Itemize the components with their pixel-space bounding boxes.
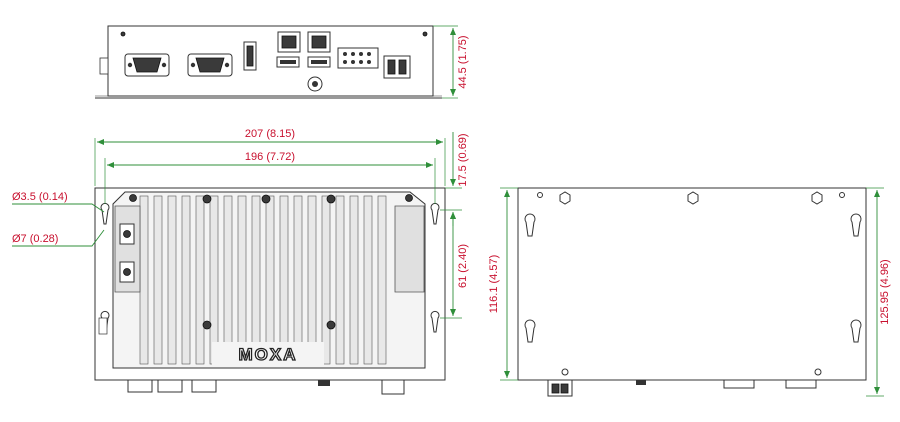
keyhole-slot-icon <box>524 319 536 343</box>
connector-bottom <box>191 379 217 393</box>
screw-icon <box>202 194 212 204</box>
screw-icon <box>120 31 126 37</box>
side-knob <box>99 57 109 75</box>
dimension-label-hole-pitch-width: 196 (7.72) <box>245 151 295 163</box>
keyhole-slot-icon <box>524 213 536 237</box>
connector-bottom <box>157 379 183 393</box>
usb-port-icon <box>276 56 300 68</box>
leader-small-hole <box>12 203 105 213</box>
screw-icon <box>559 191 571 205</box>
terminal-block-icon <box>381 379 405 395</box>
top-view: MOXA 207 (8.15) 196 (7.72) 17.5 (0.69) 6… <box>12 128 469 395</box>
connector-bottom <box>636 380 646 385</box>
hdmi-port-icon <box>243 41 257 71</box>
screw-icon <box>422 31 428 37</box>
screw-icon <box>261 194 271 204</box>
ground-label <box>98 317 108 335</box>
screw-icon <box>537 192 543 198</box>
power-terminal-icon <box>383 55 411 79</box>
dimension-label-front-height: 44.5 (1.75) <box>457 35 469 88</box>
dimension-label-small-hole: Ø3.5 (0.14) <box>12 191 68 203</box>
dimension-label-body-height: 116.1 (4.57) <box>488 255 500 314</box>
leader-large-hole <box>12 229 105 247</box>
screw-icon <box>326 320 336 330</box>
rear-view: 116.1 (4.57) 125.95 (4.96) <box>488 187 891 397</box>
keyhole-slot-icon <box>100 202 110 225</box>
screw-icon <box>687 191 699 205</box>
db9-connector-icon <box>187 53 233 77</box>
screw-icon <box>839 192 845 198</box>
front-view: 44.5 (1.75) <box>95 25 469 99</box>
dimension-label-large-hole: Ø7 (0.28) <box>12 233 58 245</box>
screw-icon <box>561 368 569 376</box>
power-jack-icon <box>307 76 323 92</box>
terminal-block-icon <box>337 47 379 69</box>
keyhole-slot-icon <box>430 310 440 333</box>
connector-bottom <box>785 379 817 389</box>
keyhole-slot-icon <box>850 213 862 237</box>
dimension-label-overall-width: 207 (8.15) <box>245 128 295 140</box>
connector-bottom <box>723 379 755 389</box>
dimension-label-overall-height: 125.95 (4.96) <box>879 259 891 324</box>
screw-icon <box>814 368 822 376</box>
db9-connector-icon <box>124 53 170 77</box>
usb-port-icon <box>307 56 331 68</box>
rj45-port-icon <box>277 31 301 53</box>
connector-bottom <box>318 380 330 386</box>
side-bracket-right <box>394 205 425 293</box>
heatsink-fins <box>139 195 387 365</box>
screw-icon <box>405 194 413 202</box>
keyhole-slot-icon <box>430 202 440 225</box>
screw-icon <box>123 230 131 238</box>
dimension-label-hole-pitch-height: 61 (2.40) <box>457 244 469 288</box>
connector-bottom <box>127 379 153 393</box>
screw-icon <box>129 194 137 202</box>
moxa-logo: MOXA <box>239 345 298 364</box>
screw-icon <box>202 320 212 330</box>
rj45-port-icon <box>307 31 331 53</box>
screw-icon <box>326 194 336 204</box>
rear-plate <box>517 187 867 381</box>
screw-icon <box>811 191 823 205</box>
dimension-label-top-offset: 17.5 (0.69) <box>457 133 469 186</box>
screw-icon <box>123 268 131 276</box>
keyhole-slot-icon <box>850 319 862 343</box>
terminal-block-icon <box>547 379 573 397</box>
